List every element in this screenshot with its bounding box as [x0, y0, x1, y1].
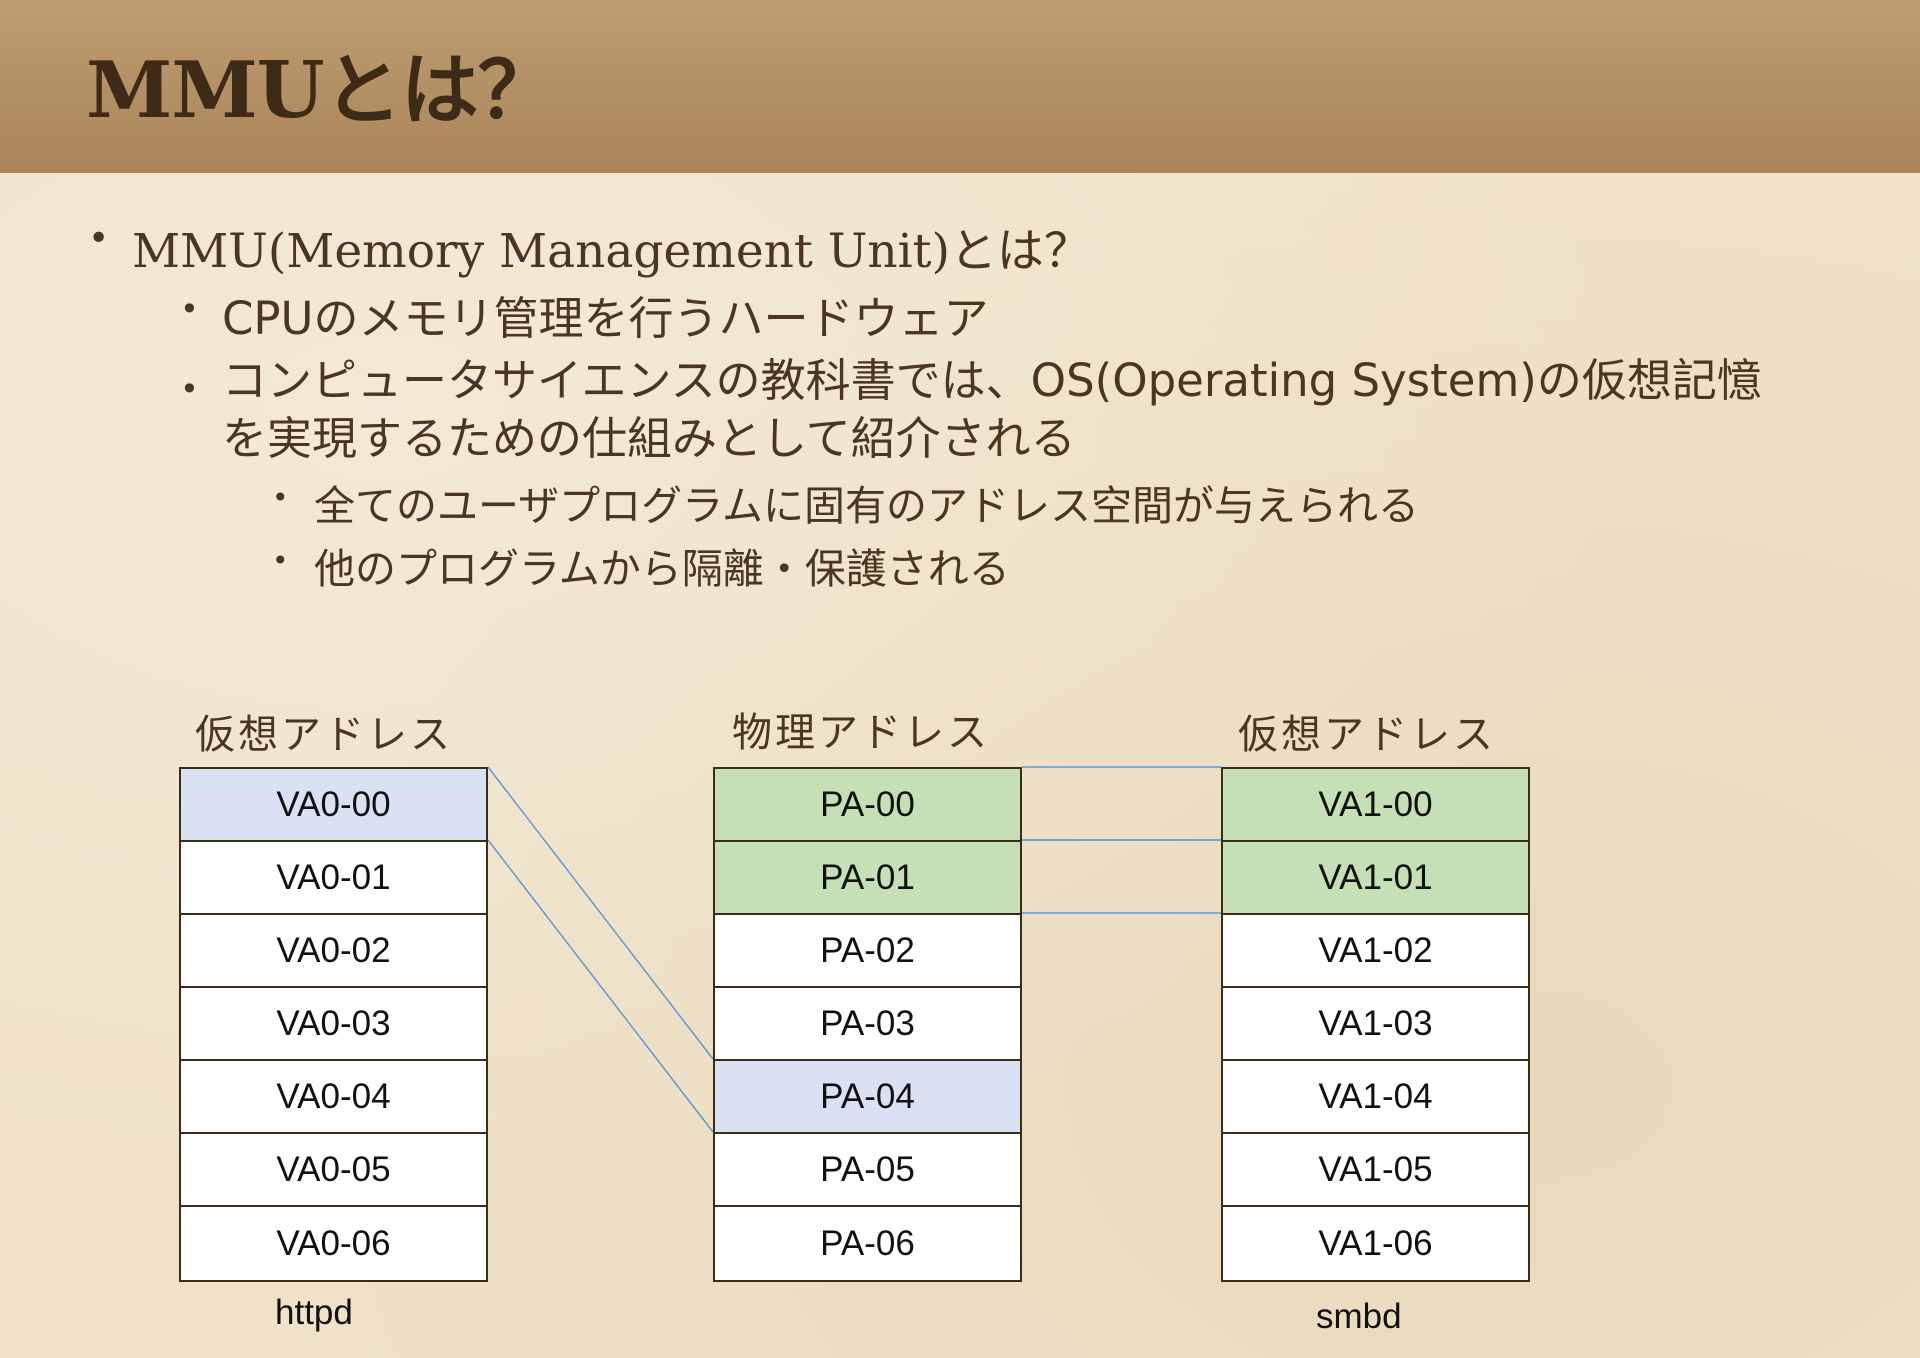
bullet-unique-address-space: • 全てのユーザプログラムに固有のアドレス空間が与えられる	[272, 472, 1419, 532]
mapping-line	[487, 839, 714, 1133]
slide-title: MMUとは？	[86, 45, 556, 136]
va1-cell: VA1-03	[1223, 988, 1528, 1061]
va0-cell: VA0-04	[181, 1061, 486, 1134]
bullet-dot: •	[180, 290, 199, 328]
virtual-address-title-left: 仮想アドレス	[195, 712, 453, 758]
pa-cell: PA-04	[715, 1061, 1020, 1134]
va1-cell: VA1-04	[1223, 1061, 1528, 1134]
va1-cell: VA1-06	[1223, 1207, 1528, 1280]
process-label-smbd: smbd	[1316, 1297, 1402, 1336]
bullet-mmu-definition: • MMU(Memory Management Unit)とは？	[88, 212, 1091, 281]
bullet-text-line2: を実現するための仕組みとして紹介される	[222, 412, 1076, 465]
bullet-dot: •	[180, 370, 199, 408]
va0-cell: VA0-01	[181, 842, 486, 915]
va1-cell: VA1-05	[1223, 1134, 1528, 1207]
bullet-isolation: • 他のプログラムから隔離・保護される	[272, 535, 1010, 595]
bullet-dot: •	[272, 481, 289, 514]
pa-cell: PA-06	[715, 1207, 1020, 1280]
virtual-address-title-right: 仮想アドレス	[1238, 712, 1496, 758]
pa-cell: PA-01	[715, 842, 1020, 915]
title-bar: MMUとは？	[0, 0, 1920, 173]
bullet-dot: •	[88, 218, 110, 259]
bullet-cpu-memory-hardware: • CPUのメモリ管理を行うハードウェア	[180, 282, 989, 347]
pa-cell: PA-02	[715, 915, 1020, 988]
va1-cell: VA1-02	[1223, 915, 1528, 988]
process-label-httpd: httpd	[275, 1293, 353, 1332]
bullet-dot: •	[272, 544, 289, 577]
bullet-textbook: • コンピュータサイエンスの教科書では、OS(Operating System)…	[180, 352, 1762, 468]
pa-cell: PA-05	[715, 1134, 1020, 1207]
mapping-line	[487, 766, 714, 1060]
va0-cell: VA0-00	[181, 769, 486, 842]
va0-cell: VA0-05	[181, 1134, 486, 1207]
va0-cell: VA0-03	[181, 988, 486, 1061]
va1-cell: VA1-01	[1223, 842, 1528, 915]
physical-address-title: 物理アドレス	[732, 710, 990, 756]
pa-cell: PA-03	[715, 988, 1020, 1061]
bullet-text-line1: コンピュータサイエンスの教科書では、OS(Operating System)の仮…	[222, 354, 1762, 407]
bullet-text: MMU(Memory Management Unit)とは？	[132, 224, 1091, 279]
mapping-line-group	[487, 766, 1221, 1133]
pa-cell: PA-00	[715, 769, 1020, 842]
va0-cell: VA0-06	[181, 1207, 486, 1280]
bullet-text: 全てのユーザプログラムに固有のアドレス空間が与えられる	[314, 482, 1419, 530]
va0-cell: VA0-02	[181, 915, 486, 988]
bullet-text: 他のプログラムから隔離・保護される	[314, 545, 1010, 593]
bullet-text: CPUのメモリ管理を行うハードウェア	[222, 292, 989, 345]
va1-cell: VA1-00	[1223, 769, 1528, 842]
